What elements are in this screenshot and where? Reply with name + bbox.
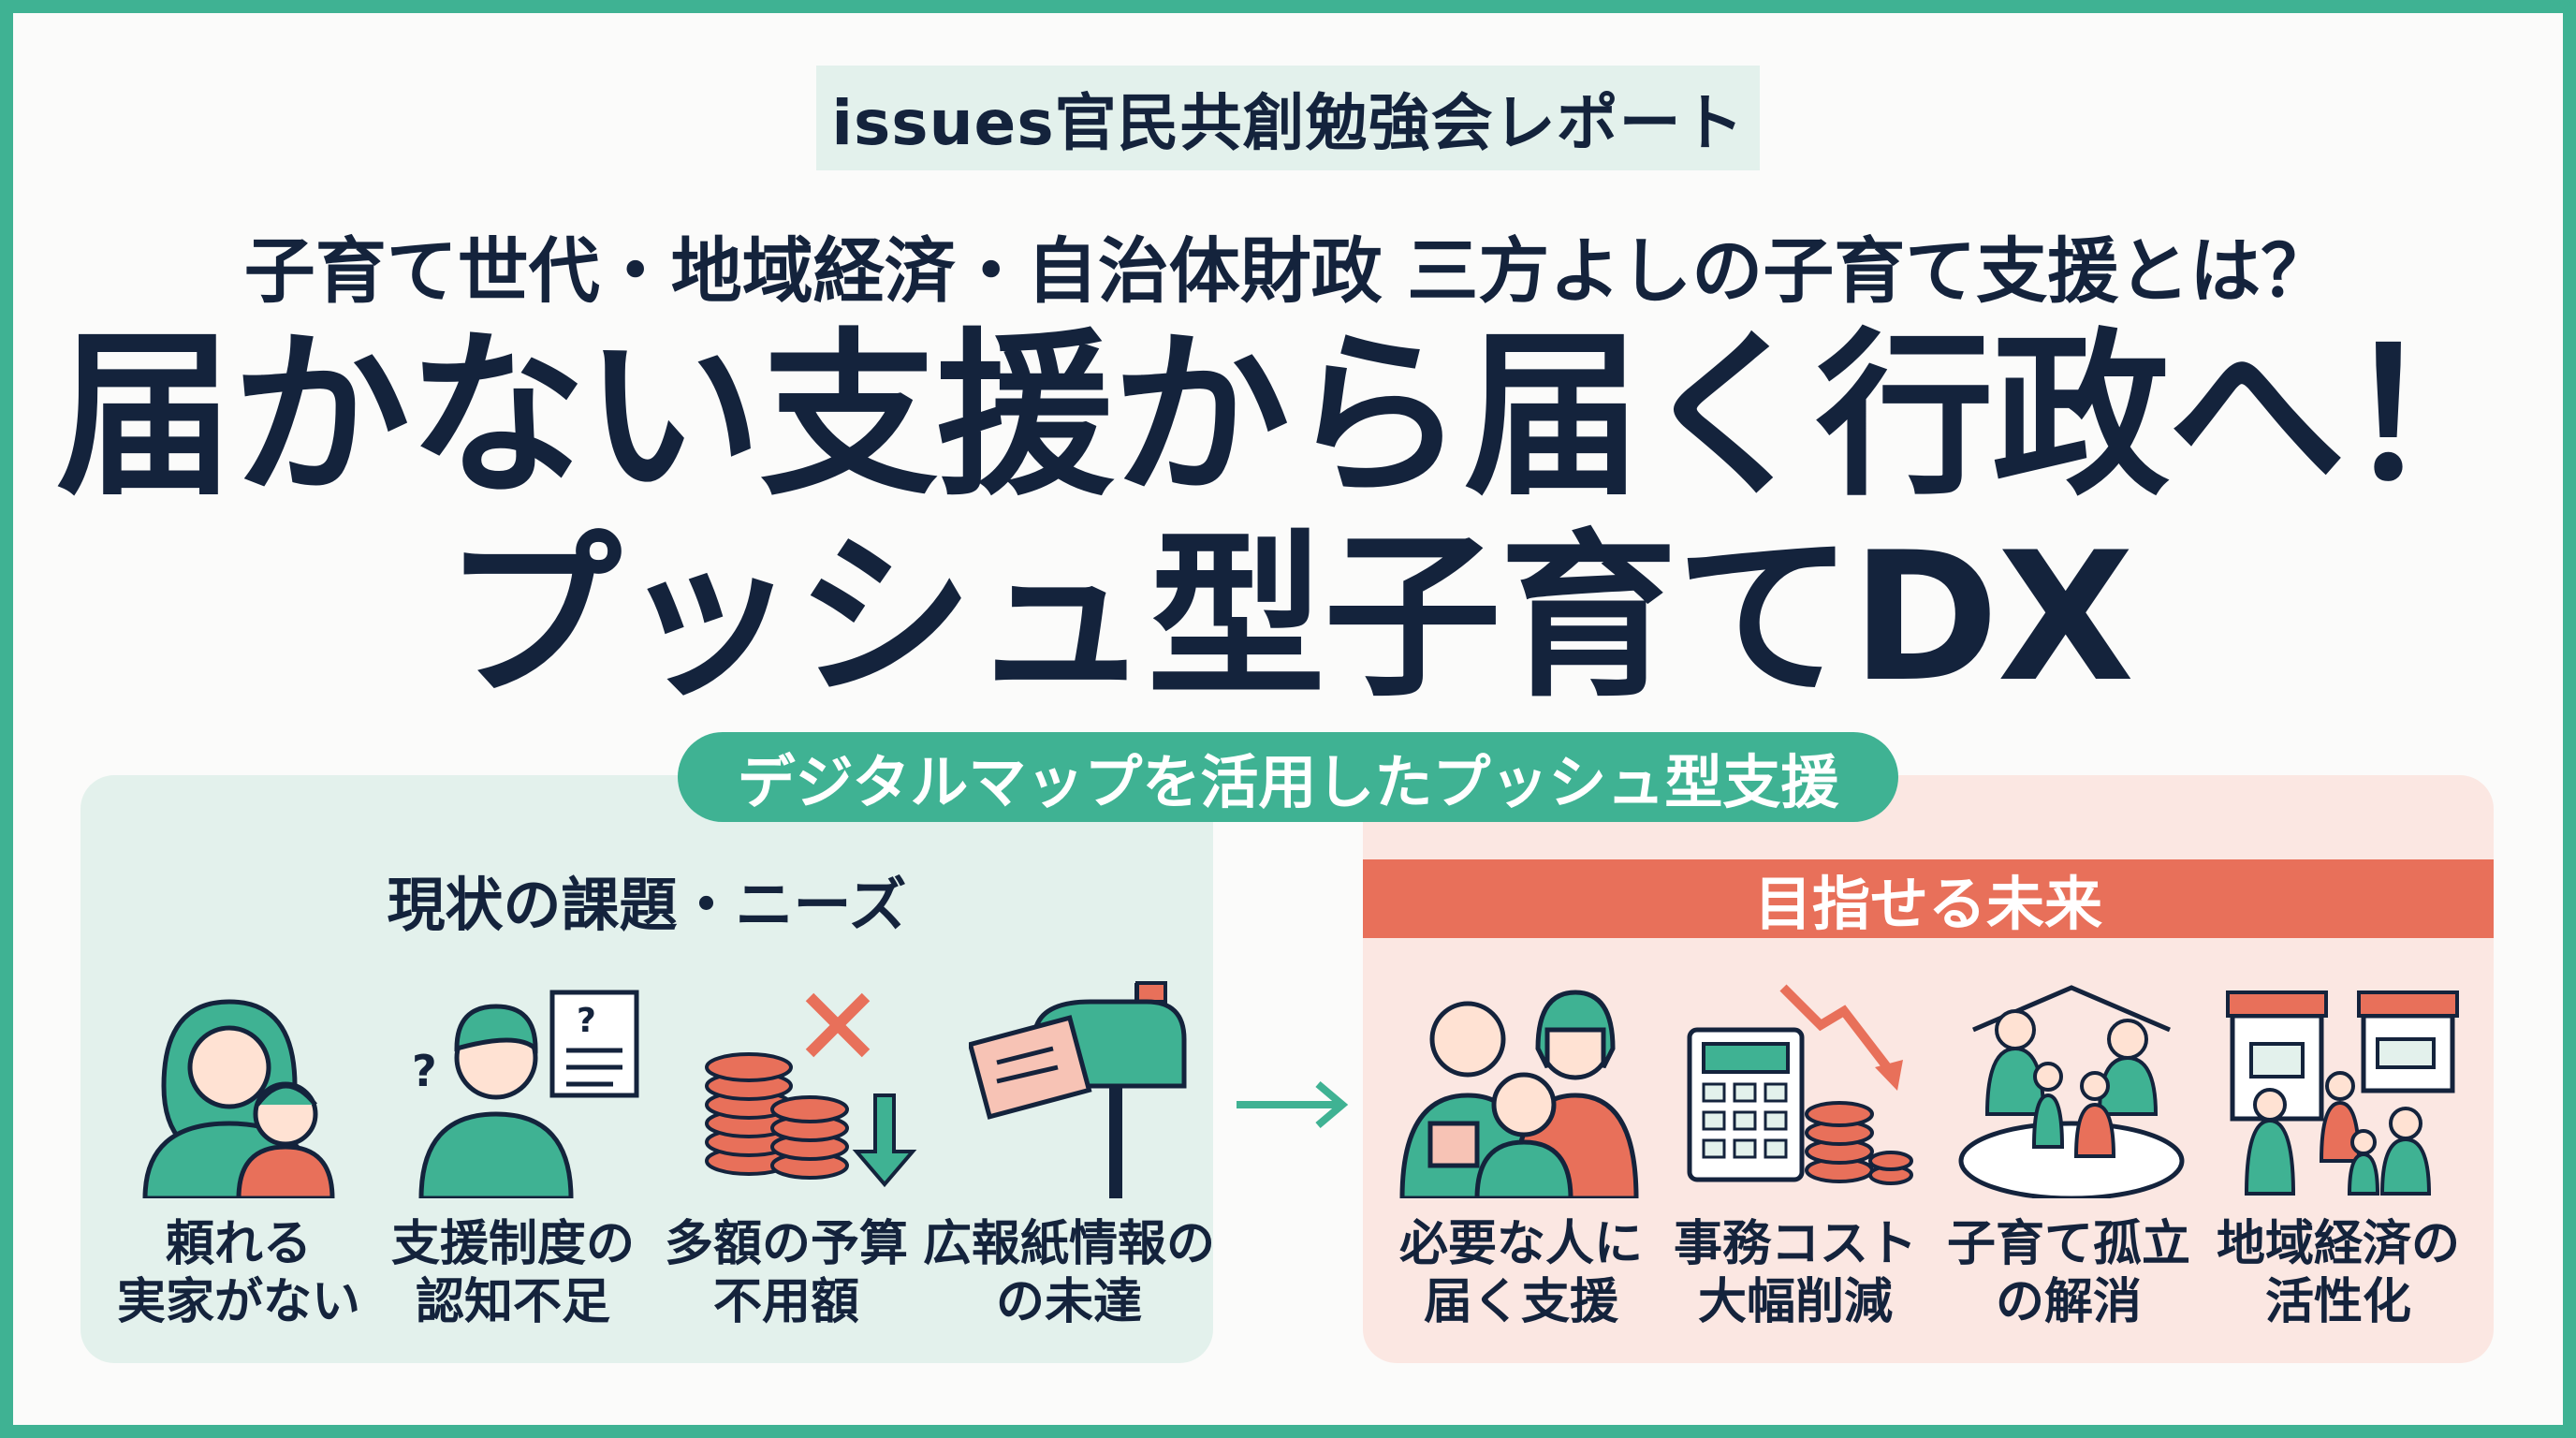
coins-cross-icon (669, 974, 941, 1198)
calculator-coins-icon (1661, 974, 1933, 1198)
current-issues-heading: 現状の課題・ニーズ (387, 871, 907, 939)
family-icon (1383, 974, 1655, 1198)
future-caption-2: 事務コスト大幅削減 (1673, 1216, 1917, 1330)
page-title-line2: プッシュ型子育てDX (443, 514, 2134, 721)
approach-banner: デジタルマップを活用したプッシュ型支援 (678, 732, 1898, 822)
arrow-right-icon (1232, 1077, 1354, 1137)
page-subtitle: 子育て世代・地域経済・自治体財政 三方よしの子育て支援とは？ (243, 229, 2333, 313)
issue-caption-3: 多額の予算不用額 (664, 1216, 908, 1330)
issue-caption-1: 頼れる実家がない (116, 1216, 360, 1330)
shops-icon (2209, 974, 2481, 1198)
future-heading: 目指せる未来 (1363, 859, 2494, 938)
future-caption-3: 子育て孤立の解消 (1946, 1216, 2190, 1330)
issue-caption-2: 支援制度の認知不足 (390, 1216, 635, 1330)
svg-text:?: ? (577, 1002, 596, 1040)
future-caption-4: 地域経済の活性化 (2216, 1216, 2460, 1330)
parent-child-icon (103, 974, 374, 1198)
report-tag: issues官民共創勉強会レポート (816, 66, 1760, 170)
svg-text:?: ? (412, 1046, 437, 1096)
future-caption-1: 必要な人に届く支援 (1398, 1216, 1643, 1330)
confused-person-icon: ? ? (384, 974, 655, 1198)
issue-caption-4: 広報紙情報のの未達 (922, 1216, 1215, 1330)
mailbox-icon (945, 974, 1217, 1198)
community-icon (1936, 974, 2207, 1198)
page-title-line1: 届かない支援から届く行政へ！ (55, 313, 2522, 520)
